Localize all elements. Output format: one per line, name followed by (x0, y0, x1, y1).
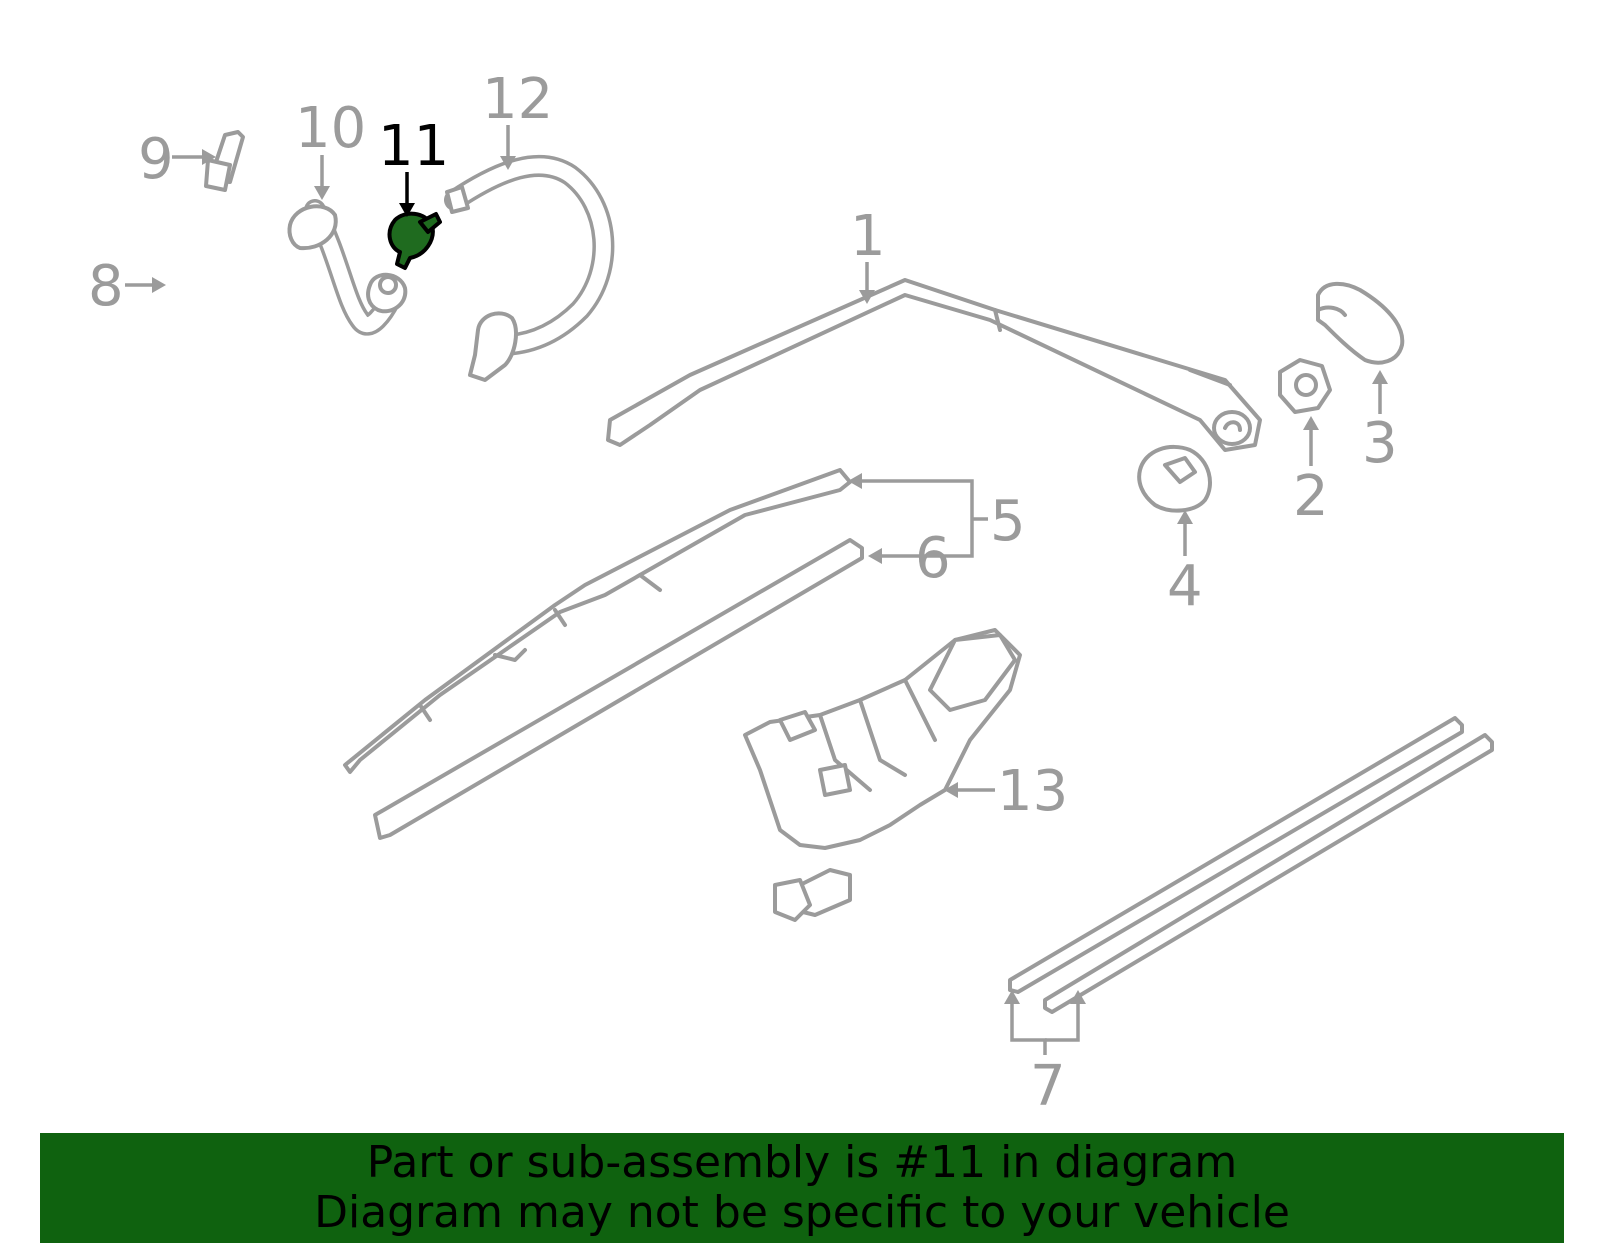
callout-7: 7 (1030, 1054, 1066, 1119)
callout-2: 2 (1293, 464, 1329, 529)
callout-13: 13 (997, 759, 1068, 824)
part-5-wiper-blade (343, 468, 852, 774)
callout-10: 10 (295, 96, 366, 161)
callout-9: 9 (138, 127, 174, 192)
info-banner: Part or sub-assembly is #11 in diagram D… (40, 1133, 1564, 1243)
callout-3: 3 (1362, 411, 1398, 476)
part-12-hose (444, 154, 615, 382)
banner-line-2: Diagram may not be specific to your vehi… (314, 1187, 1290, 1238)
callout-11: 11 (378, 114, 449, 179)
parts-diagram: 1 2 3 4 5 6 7 8 9 10 11 12 13 (88, 67, 1494, 1119)
part-10-hose (287, 199, 408, 336)
part-6-blade-insert (373, 538, 864, 840)
callout-6: 6 (915, 526, 951, 591)
part-13-wiper-motor (743, 628, 1022, 922)
callout-12: 12 (482, 67, 553, 132)
part-1-wiper-arm (606, 278, 1262, 452)
part-8-hose (156, 197, 303, 369)
callout-1: 1 (850, 204, 886, 269)
part-11-nozzle-highlighted (387, 211, 442, 270)
callout-labels: 1 2 3 4 5 6 7 8 9 10 11 12 13 (88, 67, 1398, 1119)
part-4-pivot-cap (1137, 444, 1212, 513)
callout-4: 4 (1167, 554, 1203, 619)
callout-8: 8 (88, 254, 124, 319)
banner-line-1: Part or sub-assembly is #11 in diagram (366, 1137, 1238, 1188)
part-9-connector (204, 130, 245, 192)
part-3-cap (1316, 281, 1405, 365)
part-2-nut (1278, 358, 1332, 414)
leader-lines (125, 125, 1388, 1055)
callout-5: 5 (990, 489, 1026, 554)
part-7-rubber-strips (1008, 716, 1494, 1014)
